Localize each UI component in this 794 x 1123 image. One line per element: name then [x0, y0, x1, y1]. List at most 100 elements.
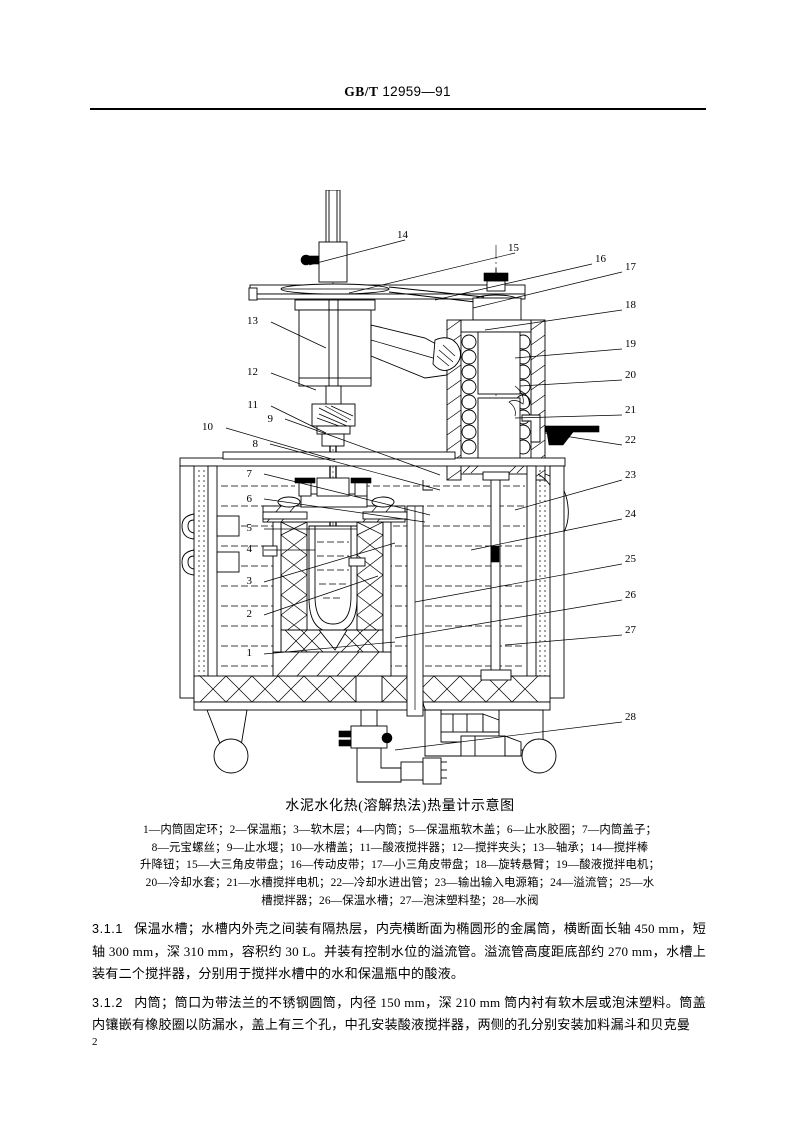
- callout-label-4: 4: [247, 543, 253, 555]
- callout-leader-20: [519, 379, 623, 387]
- lift-collar: [318, 241, 348, 283]
- callout-26: 26: [394, 589, 637, 639]
- bearing-bottom-flange: [298, 377, 372, 387]
- callout-2: 2: [247, 575, 379, 620]
- clause-number: 3.1.1: [92, 922, 124, 936]
- callout-5: 5: [247, 522, 357, 534]
- callout-21: 21: [514, 404, 636, 419]
- callout-23: 23: [514, 469, 637, 511]
- stirrer-chuck-collar: [316, 425, 351, 435]
- callout-14: 14: [308, 229, 409, 266]
- callout-leader-25: [414, 563, 623, 603]
- callout-10: 10: [202, 421, 336, 461]
- callout-leader-27: [504, 634, 623, 646]
- callout-label-12: 12: [247, 366, 258, 378]
- valve-knob: [381, 732, 393, 744]
- drain-boss: [355, 675, 383, 703]
- callout-label-19: 19: [625, 338, 637, 350]
- lid-center-boss: [316, 477, 350, 497]
- callout-label-14: 14: [397, 229, 409, 241]
- callout-7: 7: [247, 468, 431, 516]
- callout-20: 20: [519, 369, 637, 387]
- callout-label-6: 6: [247, 493, 253, 505]
- tank-outer-wall-right: [549, 465, 565, 699]
- water-stop-rubber-ring-left: [277, 496, 301, 508]
- tank-lid-inner-strip: [222, 451, 456, 460]
- clause-number: 3.1.2: [92, 995, 124, 1010]
- water-stop-weir-lower: [181, 549, 195, 576]
- arm-end-left: [248, 287, 258, 301]
- callout-label-2: 2: [247, 608, 253, 620]
- tank-inner-wall-left: [207, 465, 218, 699]
- valve-outlet-elbow: [356, 747, 402, 783]
- callout-15: 15: [348, 242, 520, 294]
- callout-leader-12: [270, 372, 317, 391]
- lift-knob-head: [300, 254, 312, 266]
- callout-13: 13: [247, 315, 327, 349]
- callout-leader-22: [544, 432, 623, 446]
- callout-1: 1: [247, 641, 396, 659]
- callout-label-9: 9: [268, 413, 274, 425]
- callout-leader-11: [270, 405, 327, 434]
- motor-top-plate: [460, 319, 532, 333]
- overflow-outlet-nozzle: [482, 713, 500, 733]
- flask-base-hatch: [276, 651, 380, 677]
- callout-label-15: 15: [508, 242, 520, 254]
- callout-label-21: 21: [625, 404, 636, 416]
- wing-screw-head-right: [350, 477, 372, 484]
- callout-28: 28: [394, 711, 637, 751]
- callout-label-7: 7: [247, 468, 253, 480]
- callout-25: 25: [414, 553, 637, 603]
- callout-leader-14: [308, 239, 406, 266]
- drive-belt-upper: [388, 286, 485, 298]
- lid-bolt-left: [262, 511, 308, 520]
- callout-label-13: 13: [247, 315, 259, 327]
- legend-line: 20—冷却水套；21—水槽搅拌电机；22—冷却水进出管；23—输出输入电源箱；2…: [145, 877, 655, 890]
- motor-top-cap: [472, 297, 522, 321]
- valve-end-fitting: [422, 757, 442, 785]
- callout-leader-23: [514, 479, 623, 511]
- inner-vessel-liquid-dashes: [317, 541, 349, 599]
- weir-bracket-lower: [216, 551, 240, 573]
- secondary-drain-nozzle: [504, 735, 522, 757]
- callout-9: 9: [268, 413, 441, 476]
- header-divider-rule: [90, 108, 706, 110]
- callout-label-3: 3: [247, 575, 253, 587]
- acid-stir-motor-upper: [477, 331, 521, 395]
- water-stop-weir-upper: [181, 513, 195, 540]
- callout-layer: 9876543211312111014151617181920212223242…: [202, 229, 637, 751]
- callout-leader-7: [263, 473, 431, 516]
- chuck-knurl-hatch: [316, 405, 354, 427]
- callout-label-24: 24: [625, 508, 637, 520]
- cooling-water-elbow: [521, 414, 541, 443]
- callout-leader-15: [348, 252, 516, 294]
- callout-leader-3: [263, 542, 396, 583]
- callout-leader-6: [263, 498, 426, 523]
- callout-22: 22: [544, 432, 636, 446]
- inner-vessel-inner-line: [314, 526, 352, 625]
- callout-label-8: 8: [253, 438, 259, 450]
- callout-8: 8: [253, 438, 441, 491]
- callout-leader-16: [434, 263, 593, 301]
- legend-line: 8—元宝螺丝；9—止水堰；10—水槽盖；11—酸液搅拌器；12—搅拌夹头；13—…: [151, 841, 649, 854]
- suspension-arm-inner: [370, 339, 434, 359]
- motor-winding-detail-2: [518, 389, 530, 407]
- chuck-nose: [321, 433, 345, 447]
- callout-4: 4: [247, 543, 315, 555]
- callout-leader-24: [470, 518, 623, 551]
- callout-label-1: 1: [247, 647, 253, 659]
- callout-3: 3: [247, 542, 396, 587]
- callout-12: 12: [247, 366, 317, 391]
- tank-floor: [193, 701, 551, 711]
- callout-leader-9: [284, 418, 441, 476]
- page-header: GB/T 12959—91: [90, 84, 705, 100]
- legend-line: 槽搅拌器；26—保温水槽；27—泡沫塑料垫；28—水阀: [261, 894, 539, 907]
- drain-stub: [360, 709, 378, 727]
- valve-nipple: [400, 761, 424, 781]
- leg-right-foot: [521, 738, 557, 774]
- callout-label-28: 28: [625, 711, 637, 723]
- callout-label-18: 18: [625, 299, 637, 311]
- callout-leader-18: [484, 309, 623, 331]
- water-valve-body: [350, 725, 388, 749]
